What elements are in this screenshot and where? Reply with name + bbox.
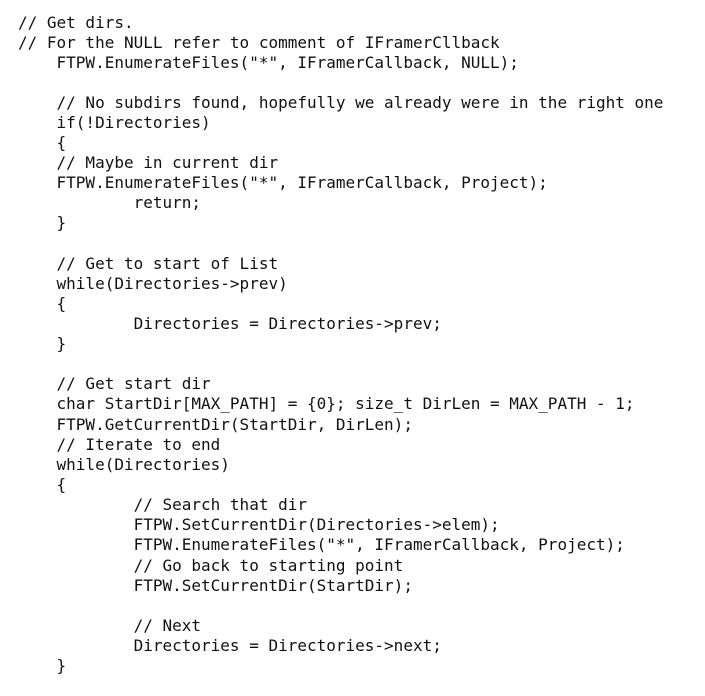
code-line: Directories = Directories->prev;: [18, 314, 442, 333]
code-line: }: [18, 656, 67, 675]
code-line: FTPW.EnumerateFiles("*", IFramerCallback…: [18, 53, 519, 72]
code-line: }: [18, 334, 67, 353]
code-line: return;: [18, 193, 202, 212]
code-line: while(Directories): [18, 455, 230, 474]
code-line: {: [18, 475, 67, 494]
code-line: // Next: [18, 616, 202, 635]
code-line: {: [18, 133, 67, 152]
code-line: FTPW.SetCurrentDir(Directories->elem);: [18, 515, 500, 534]
code-line: FTPW.GetCurrentDir(StartDir, DirLen);: [18, 415, 413, 434]
code-line: // Maybe in current dir: [18, 153, 279, 172]
code-line: // Get dirs.: [18, 13, 134, 32]
code-line: // Get start dir: [18, 374, 211, 393]
code-line: }: [18, 213, 67, 232]
code-line: FTPW.EnumerateFiles("*", IFramerCallback…: [18, 535, 625, 554]
code-line: FTPW.SetCurrentDir(StartDir);: [18, 576, 413, 595]
code-line: FTPW.EnumerateFiles("*", IFramerCallback…: [18, 173, 548, 192]
code-line: // Search that dir: [18, 495, 307, 514]
code-line: while(Directories->prev): [18, 274, 288, 293]
code-line: if(!Directories): [18, 113, 211, 132]
code-line: Directories = Directories->next;: [18, 636, 442, 655]
code-line: // Go back to starting point: [18, 556, 404, 575]
code-line: // For the NULL refer to comment of IFra…: [18, 33, 500, 52]
code-line: // Iterate to end: [18, 435, 221, 454]
code-line: char StartDir[MAX_PATH] = {0}; size_t Di…: [18, 394, 635, 413]
code-line: {: [18, 294, 67, 313]
code-line: // Get to start of List: [18, 254, 279, 273]
code-line: // No subdirs found, hopefully we alread…: [18, 93, 664, 112]
